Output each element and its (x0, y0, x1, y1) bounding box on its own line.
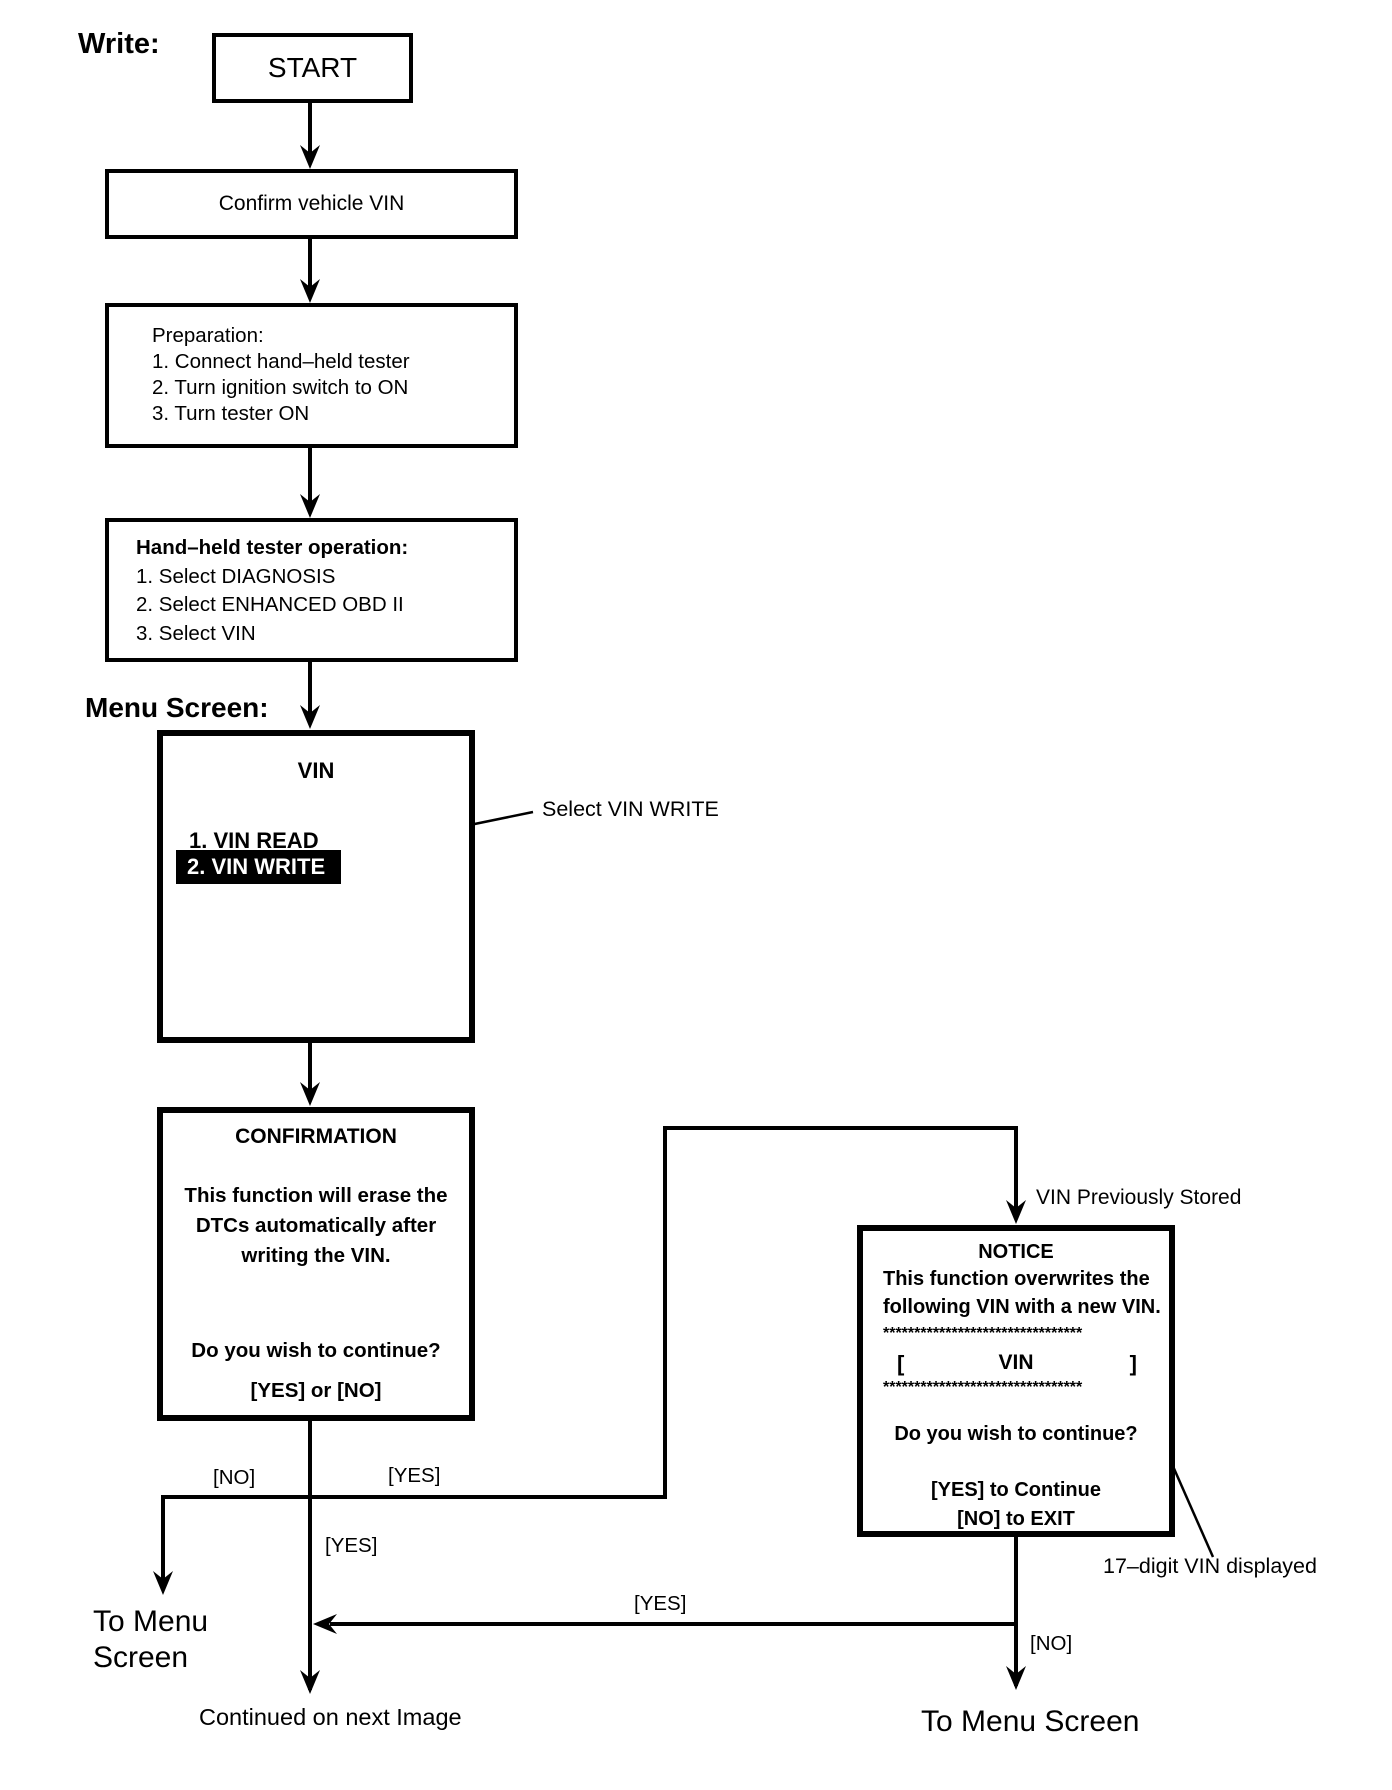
confirmation-body-line-2: DTCs automatically after (195, 1214, 437, 1237)
notice-screen: NOTICE This function overwrites the foll… (857, 1225, 1175, 1537)
flow-edges (161, 103, 1018, 1690)
confirmation-screen: CONFIRMATION This function will erase th… (157, 1107, 475, 1421)
branch-label-yes-notice: [YES] (634, 1592, 687, 1615)
arrowhead-to-menu-right (1006, 1666, 1026, 1690)
notice-title: NOTICE (978, 1241, 1054, 1263)
preparation-step-1: 1. Connect hand–held tester (152, 350, 410, 373)
arrowhead-into-notice (1006, 1200, 1026, 1224)
select-vin-write-callout: Select VIN WRITE (542, 797, 719, 821)
to-menu-left-line1: To Menu (93, 1605, 209, 1638)
branch-label-no-confirmation: [NO] (213, 1466, 256, 1489)
write-heading: Write: (78, 28, 160, 60)
confirmation-question: Do you wish to continue? (191, 1339, 441, 1362)
arrowhead-into-preparation (300, 279, 320, 303)
vin-menu-screen: VIN 1. VIN READ 2. VIN WRITE (157, 730, 475, 1043)
menu-screen-heading: Menu Screen: (85, 692, 269, 723)
preparation-step-3: 3. Turn tester ON (152, 402, 310, 425)
to-menu-left-line2: Screen (93, 1641, 189, 1674)
arrowhead-yes-return (313, 1614, 337, 1634)
preparation-title: Preparation: (152, 324, 264, 347)
arrowhead-to-menu-left (153, 1571, 173, 1595)
continued-next-image-label: Continued on next Image (199, 1704, 462, 1730)
branch-label-yes-confirmation: [YES] (388, 1464, 441, 1487)
tester-operation-title: Hand–held tester operation: (136, 536, 409, 559)
arrowhead-into-confirm (300, 145, 320, 169)
confirm-vin-label: Confirm vehicle VIN (218, 192, 405, 215)
confirmation-body-line-3: writing the VIN. (241, 1244, 391, 1267)
notice-asterisk-row-top: ******************************** (883, 1325, 1083, 1342)
start-label: START (267, 52, 358, 83)
notice-asterisk-row-bottom: ******************************** (883, 1379, 1083, 1396)
branch-label-yes-continue: [YES] (325, 1534, 378, 1557)
notice-question: Do you wish to continue? (894, 1423, 1138, 1445)
confirmation-options: [YES] or [NO] (250, 1379, 382, 1402)
notice-vin-bracket-open: [ (897, 1351, 905, 1376)
tester-operation-step-1: 1. Select DIAGNOSIS (136, 564, 336, 588)
tester-operation-step-2: 2. Select ENHANCED OBD II (136, 593, 404, 616)
arrowhead-into-tester (300, 494, 320, 518)
notice-vin-bracket-close: ] (1129, 1351, 1137, 1376)
preparation-box: Preparation: 1. Connect hand–held tester… (105, 303, 518, 448)
vin-previously-stored-callout: VIN Previously Stored (1036, 1186, 1242, 1209)
notice-body-line-1: This function overwrites the (883, 1268, 1150, 1290)
arrowheads (153, 145, 1026, 1694)
confirm-vin-box: Confirm vehicle VIN (105, 169, 518, 239)
vin-menu-item-write-highlighted: 2. VIN WRITE (176, 850, 341, 884)
to-menu-screen-right-label: To Menu Screen (921, 1705, 1140, 1738)
start-box: START (212, 33, 413, 103)
notice-yes-line: [YES] to Continue (931, 1479, 1101, 1501)
vin-menu-title: VIN (297, 758, 335, 783)
preparation-step-2: 2. Turn ignition switch to ON (152, 376, 409, 399)
notice-vin-row: [ VIN ] (863, 1351, 1169, 1377)
branch-label-no-notice: [NO] (1030, 1632, 1073, 1655)
seventeen-digit-vin-callout: 17–digit VIN displayed (1103, 1554, 1317, 1578)
notice-no-line: [NO] to EXIT (957, 1508, 1075, 1530)
notice-body-line-2: following VIN with a new VIN. (883, 1296, 1161, 1318)
arrowhead-continued (300, 1670, 320, 1694)
arrowhead-into-vin-menu (300, 705, 320, 729)
confirmation-body-line-1: This function will erase the (184, 1184, 448, 1207)
notice-vin-value: VIN (998, 1351, 1034, 1374)
to-menu-screen-left-label: To Menu Screen (93, 1604, 208, 1676)
confirmation-title: CONFIRMATION (235, 1125, 397, 1148)
tester-operation-box: Hand–held tester operation: 1. Select DI… (105, 518, 518, 662)
vin-menu-item-read: 1. VIN READ (189, 828, 319, 853)
tester-operation-step-3: 3. Select VIN (136, 621, 256, 645)
arrowhead-into-confirmation (300, 1082, 320, 1106)
